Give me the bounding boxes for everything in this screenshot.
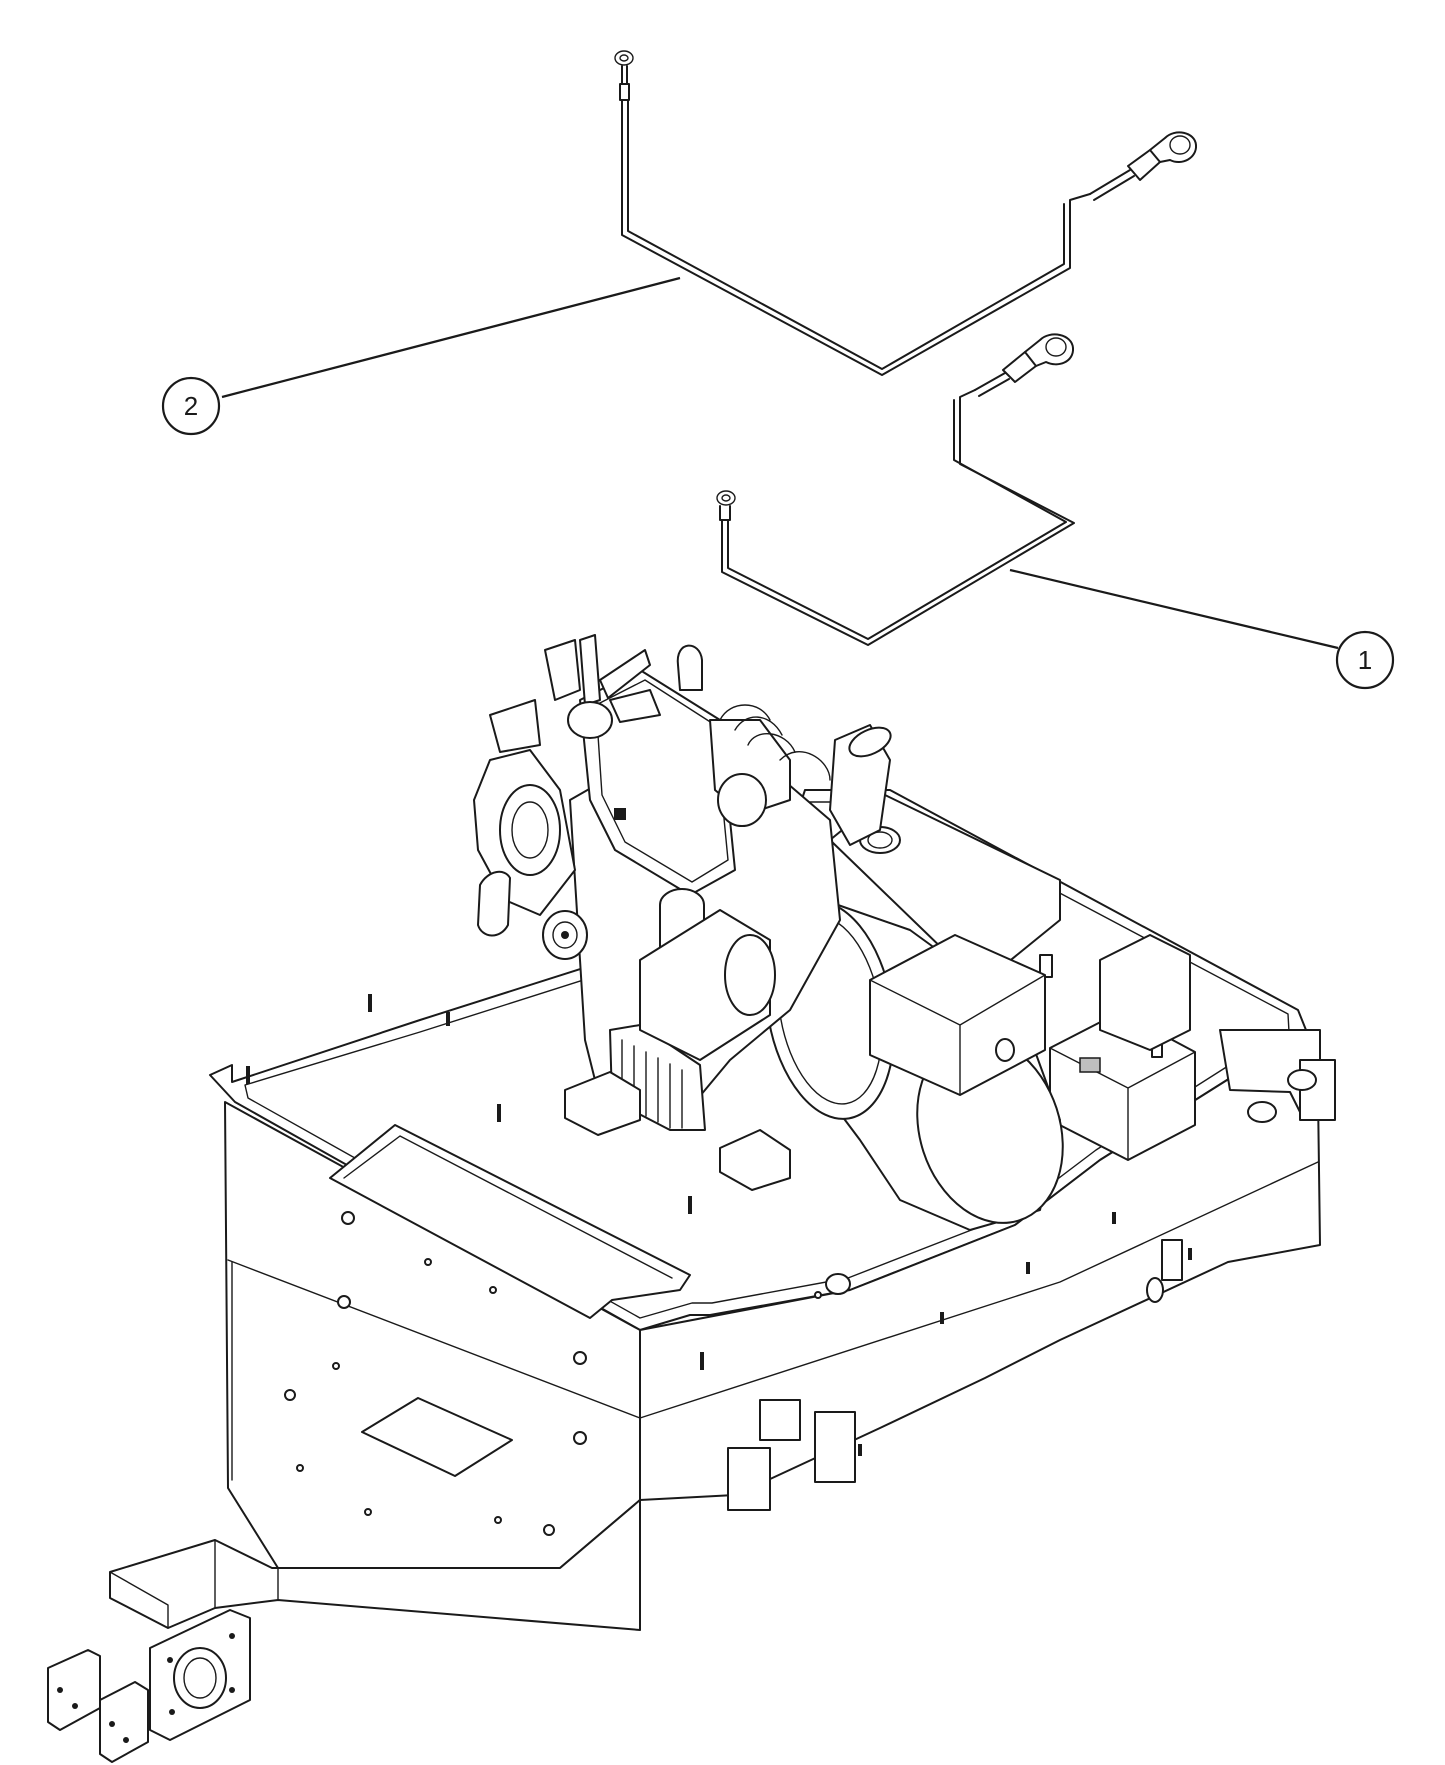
battery: [1039, 934, 1196, 1161]
callout-1: 1: [1335, 630, 1395, 690]
cable-1: [716, 333, 1075, 646]
side-fittings: [825, 1069, 1317, 1303]
cooling-fan: [489, 634, 661, 753]
mounting-studs: [246, 994, 1192, 1456]
sump-fins: [621, 1039, 683, 1129]
callout-1-label: 1: [1358, 645, 1372, 675]
leader-lines: [221, 276, 1339, 650]
callout-2-label: 2: [184, 391, 198, 421]
cable-2: [614, 50, 1198, 376]
frame-holes: [284, 1211, 822, 1536]
engine: [473, 634, 892, 1191]
callout-2: 2: [161, 376, 221, 436]
